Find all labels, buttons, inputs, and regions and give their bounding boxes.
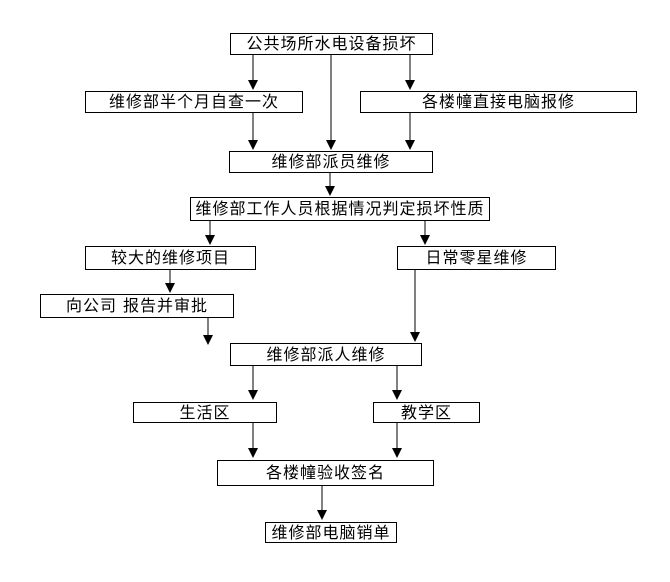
node-dispatch-staff: 维修部派员维修 xyxy=(229,151,433,173)
node-report-approval: 向公司 报告并审批 xyxy=(40,294,234,318)
node-routine-repair: 日常零星维修 xyxy=(397,246,556,270)
node-acceptance-sign: 各楼幢验收签名 xyxy=(217,460,434,486)
node-public-facility-damage: 公共场所水电设备损坏 xyxy=(230,33,433,55)
node-computer-close-order: 维修部电脑销单 xyxy=(265,522,397,543)
node-assess-damage: 维修部工作人员根据情况判定损坏性质 xyxy=(190,197,490,221)
node-self-check: 维修部半个月自查一次 xyxy=(85,91,303,113)
node-computer-report: 各楼幢直接电脑报修 xyxy=(360,91,637,113)
node-major-repair: 较大的维修项目 xyxy=(85,246,256,270)
node-send-people: 维修部派人维修 xyxy=(230,343,422,366)
node-living-area: 生活区 xyxy=(133,402,277,423)
node-teaching-area: 教学区 xyxy=(373,402,480,423)
